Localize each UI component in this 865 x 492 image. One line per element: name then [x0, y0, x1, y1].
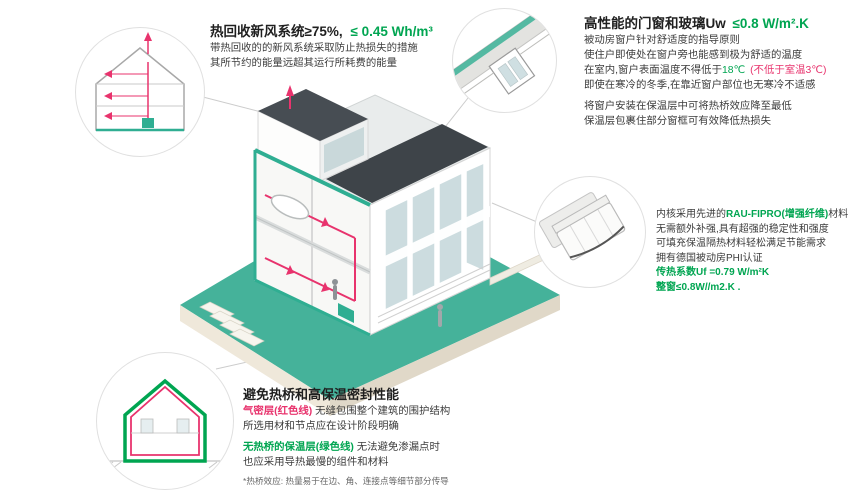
profile-uw-value: 整窗≤0.8W//m2.K . [656, 281, 741, 293]
window-corner-detail-icon [453, 9, 556, 99]
ventilation-house-icon [95, 32, 185, 132]
profile-line-3: 可填充保温隔热材料轻松满足节能需求 [656, 238, 826, 249]
profile-description: 内核采用先进的RAU-FIPRO(增强纤维)材料 无需额外补强,具有超强的稳定性… [656, 208, 848, 295]
windows-line-3: 在室内,窗户表面温度不得低于18℃ (不低于室温3℃) [584, 63, 826, 78]
heat-recovery-line-1: 带热回收的的新风系统采取防止热损失的措施 [210, 43, 418, 54]
windows-line-3-temp: 18℃ [721, 65, 746, 77]
window-profile-icon [538, 192, 626, 261]
profile-line-4: 拥有德国被动房PHI认证 [656, 252, 763, 264]
thermal-envelope-house-icon [103, 378, 227, 469]
heat-recovery-line-2: 其所节约的能量远超其运行所耗费的能量 [210, 58, 398, 70]
thermal-p2-rest: 无法避免渗漏点时 [356, 442, 440, 454]
heat-recovery-title-value: ≤ 0.45 Wh/m³ [350, 24, 433, 39]
thermal-p2-line-1: 无热桥的保温层(绿色线) 无法避免渗漏点时 [243, 440, 450, 455]
thermal-p2-line-2: 也应采用导热最慢的组件和材料 [243, 457, 389, 469]
ventilation-house-vignette [75, 27, 205, 157]
windows-line-5: 将窗户安装在保温层中可将热桥效应降至最低 [584, 101, 792, 113]
thermal-p1-line-2: 所选用材和节点应在设计阶段明确 [243, 421, 399, 433]
heat-recovery-title-black: 热回收新风系统≥75%, [210, 24, 343, 39]
profile-material-name: RAU-FIPRO(增强纤维) [726, 209, 829, 220]
windows-line-4: 即使在寒冷的冬季,在靠近窗户部位也无寒冷不适感 [584, 80, 816, 92]
insulation-layer-label: 无热桥的保温层(绿色线) [243, 442, 354, 454]
profile-line-1-a: 内核采用先进的 [656, 209, 726, 220]
profile-uf-value: 传热系数Uf =0.79 W/m²K [656, 267, 770, 278]
windows-title-black: 高性能的门窗和玻璃Uw [584, 16, 726, 31]
window-profile-vignette [534, 176, 646, 288]
thermal-description: 气密层(红色线) 无缝包围整个建筑的围护结构 所选用材和节点应在设计阶段明确 无… [243, 404, 450, 488]
profile-line-2: 无需额外补强,具有超强的稳定性和强度 [656, 223, 829, 235]
thermal-bridge-footnote: *热桥效应: 热量易于在边、角、连接点等细节部分传导 [243, 476, 449, 487]
windows-line-3-black: 在室内,窗户表面温度不得低于 [584, 65, 722, 77]
thermal-title: 避免热桥和高保温密封性能 [243, 387, 400, 402]
windows-line-6: 保温层包裹住部分窗框可有效降低热损失 [584, 116, 772, 128]
profile-line-1: 内核采用先进的RAU-FIPRO(增强纤维)材料 [656, 208, 848, 223]
thermal-p1-line-1: 气密层(红色线) 无缝包围整个建筑的围护结构 [243, 404, 450, 419]
airtight-layer-label: 气密层(红色线) [243, 406, 313, 417]
profile-line-1-b: 材料 [828, 209, 849, 220]
windows-description: 被动房窗户针对舒适度的指导原则 使住户即使处在窗户旁也能感到极为舒适的温度 在室… [584, 33, 826, 129]
house-cutaway-illustration [180, 85, 560, 416]
heat-recovery-description: 带热回收的的新风系统采取防止热损失的措施 其所节约的能量远超其运行所耗费的能量 [210, 41, 418, 71]
windows-line-1: 被动房窗户针对舒适度的指导原则 [584, 35, 740, 46]
windows-line-3-note: (不低于室温3℃) [750, 65, 827, 77]
heat-recovery-title: 热回收新风系统≥75%, ≤ 0.45 Wh/m³ [210, 20, 433, 40]
thermal-envelope-vignette [96, 352, 234, 490]
windows-title-value: ≤0.8 W/m².K [732, 16, 809, 31]
thermal-p1-rest: 无缝包围整个建筑的围护结构 [315, 406, 451, 417]
windows-title: 高性能的门窗和玻璃Uw ≤0.8 W/m².K [584, 12, 809, 32]
windows-line-2: 使住户即使处在窗户旁也能感到极为舒适的温度 [584, 50, 803, 62]
window-corner-vignette [452, 8, 557, 113]
